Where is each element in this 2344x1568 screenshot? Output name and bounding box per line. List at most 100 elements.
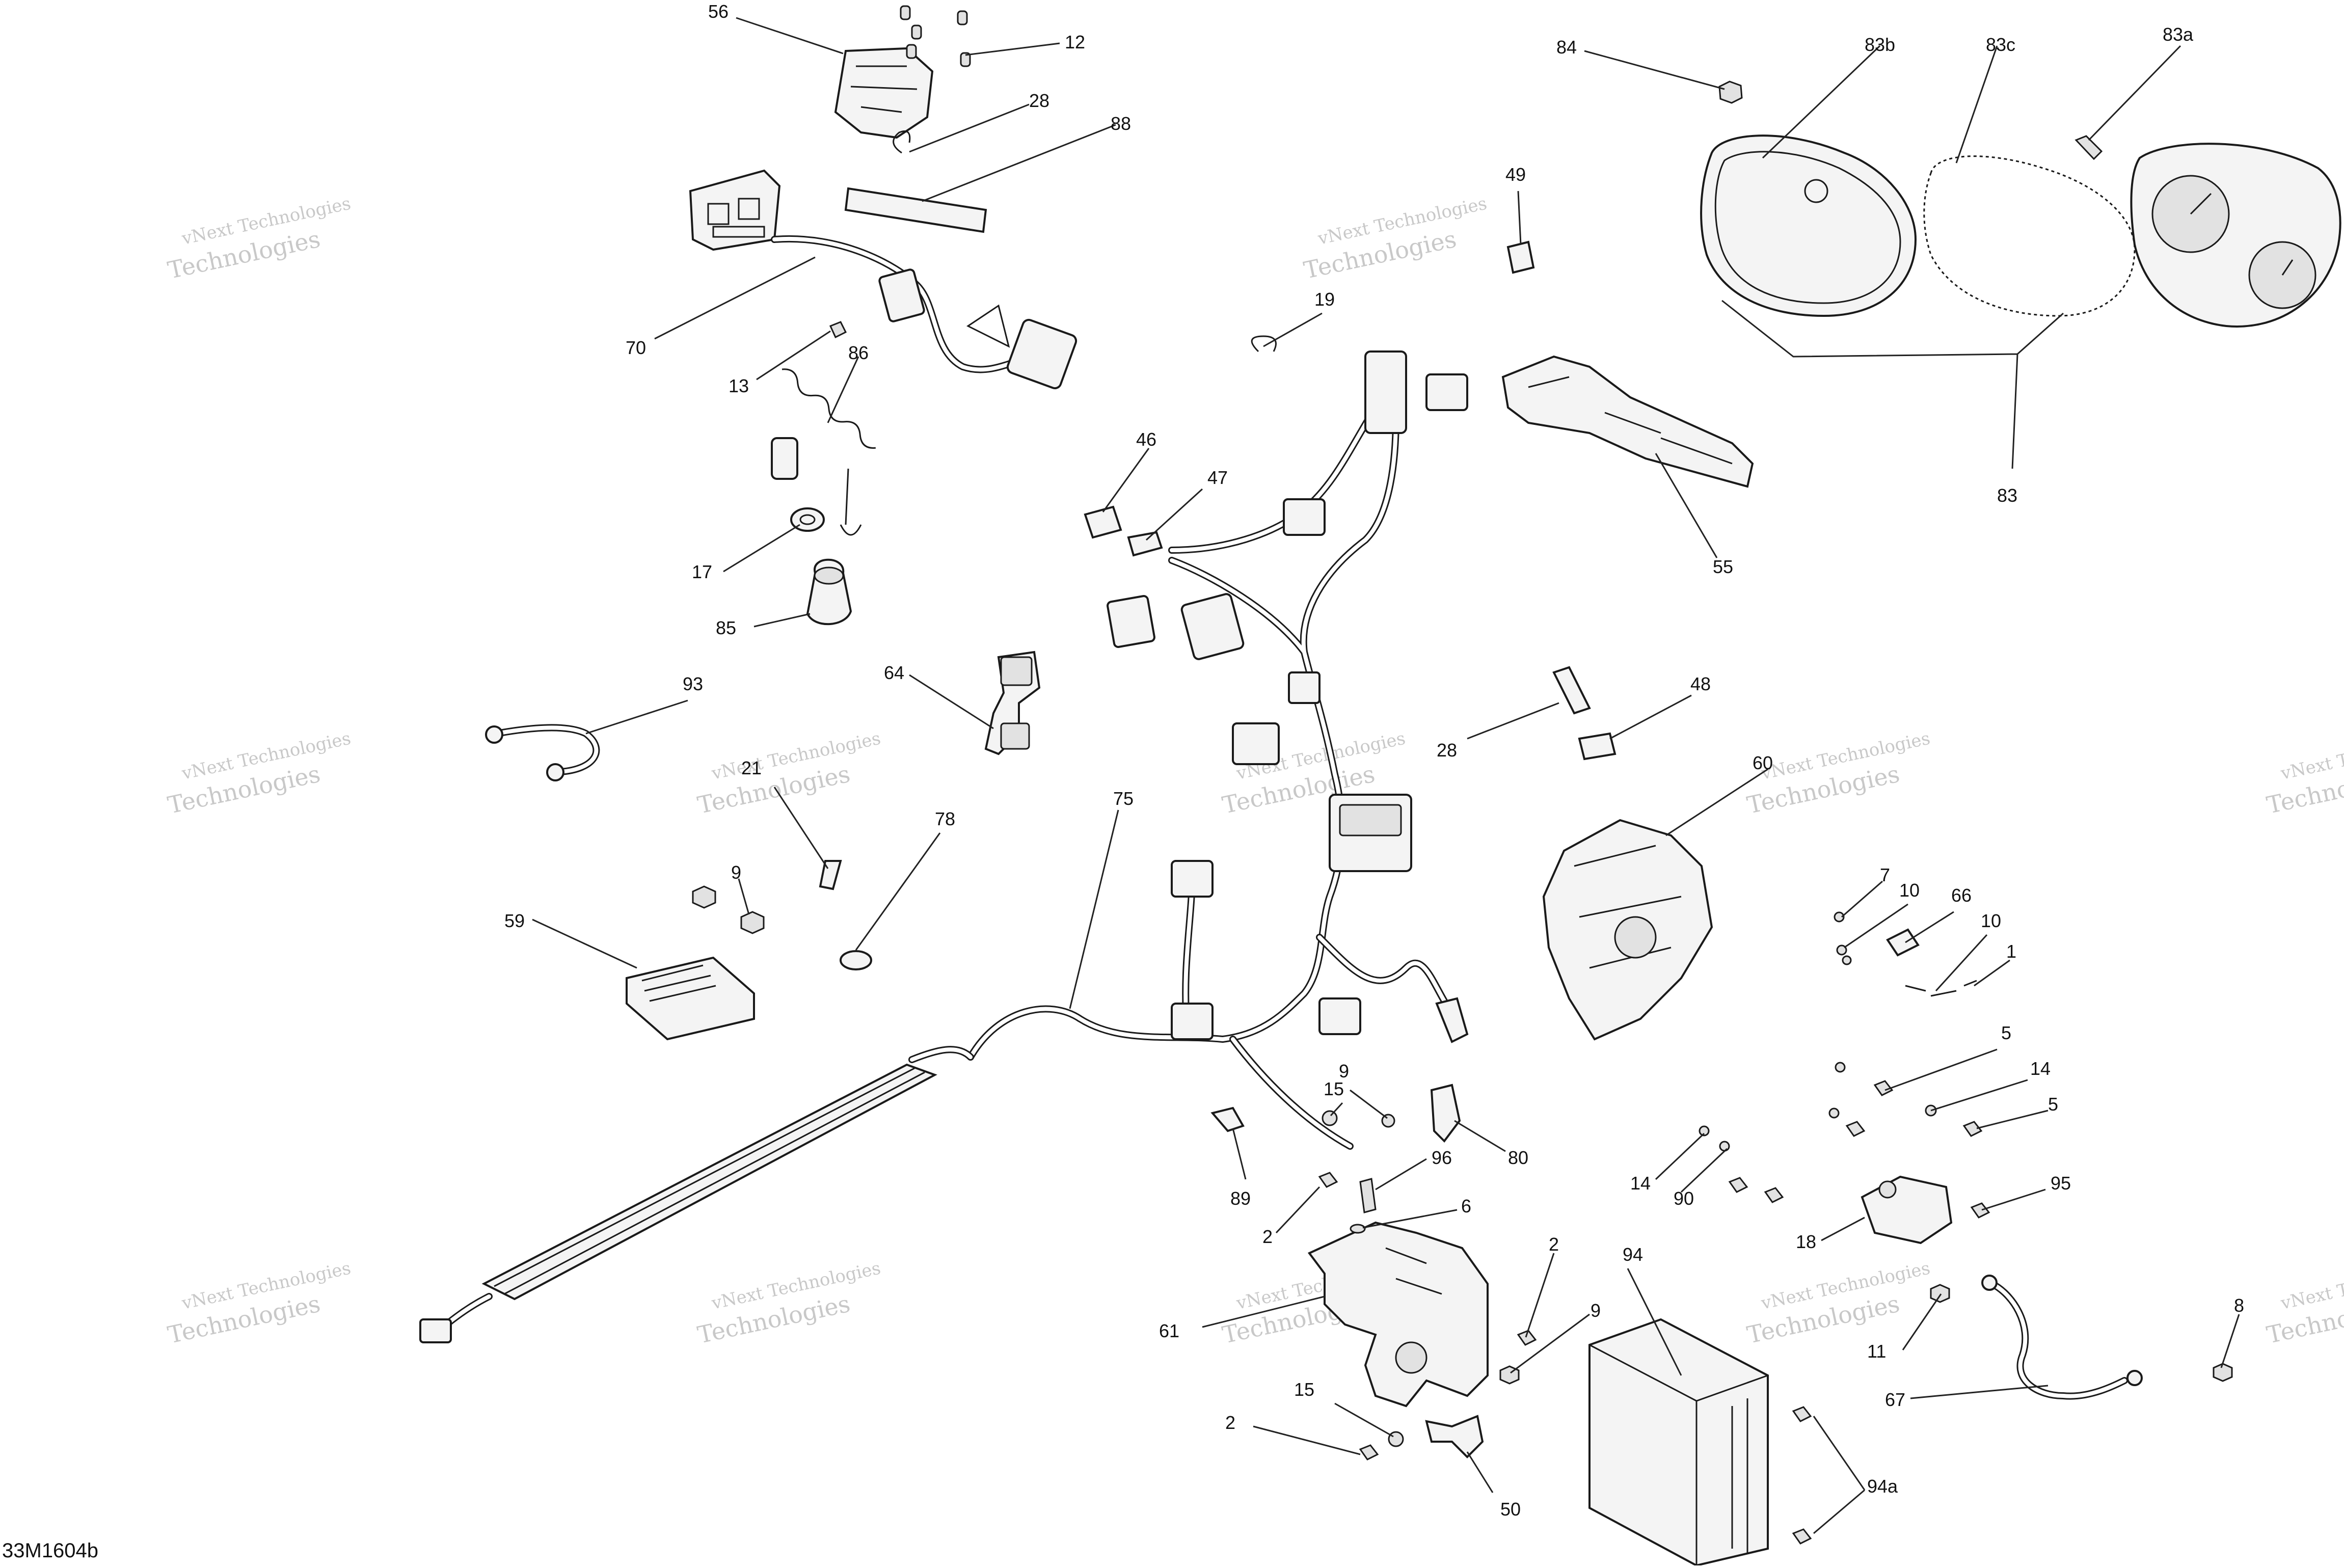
callout-label: 5 [2048, 1094, 2058, 1115]
watermark-line1: vNext Technologies [2279, 728, 2344, 784]
lanyard-86 [771, 368, 876, 536]
screw-96 [1359, 1178, 1377, 1213]
callout-label: 48 [1690, 673, 1711, 694]
watermark: vNext Technologies Technologies [695, 728, 882, 819]
relay-64-b [1000, 722, 1030, 750]
callout-label: 95 [2051, 1173, 2071, 1194]
callout-label: 83b [1865, 34, 1895, 55]
ground-strap-50 [1425, 1415, 1484, 1458]
block-48 [1578, 732, 1616, 761]
boot-80 [1430, 1084, 1461, 1143]
knob-85-top [814, 566, 844, 585]
harness-75-branch-d-inner [1231, 1037, 1352, 1148]
bracket-60-hole [1614, 916, 1657, 959]
connector-h [1171, 1003, 1214, 1040]
callout-label: 78 [935, 808, 955, 829]
callout-label: 2 [1549, 1234, 1559, 1255]
washer-15b [1388, 1431, 1404, 1447]
switch-buttons [707, 198, 765, 238]
cable-67-eye-a [1981, 1275, 1998, 1291]
callout-label: 28 [1029, 90, 1049, 111]
connector-46 [1084, 505, 1122, 539]
watermark: vNext Technologies Technologies [2264, 1258, 2344, 1348]
callout-label: 14 [1630, 1173, 1651, 1194]
connector-f [1288, 671, 1321, 704]
pad-78 [840, 950, 872, 970]
callout-label: 17 [692, 561, 712, 582]
module-59 [626, 956, 755, 1041]
connector-i [1318, 997, 1361, 1035]
screw-94a-2 [1792, 1528, 1812, 1545]
callout-label: 83a [2163, 24, 2194, 45]
watermark-line1: vNext Technologies [2279, 1258, 2344, 1314]
fasteners-right [1699, 911, 1983, 1203]
callout-label: 67 [1885, 1389, 1905, 1410]
watermark: vNext Technologies Technologies [165, 728, 353, 819]
callout-label: 13 [729, 375, 749, 396]
callout-label: 93 [683, 673, 703, 694]
diagram-code: 33M1604b [2, 1539, 99, 1562]
solenoid-18 [1861, 1175, 1953, 1245]
battery-box-edge [1589, 1344, 1768, 1565]
cable-93-eye-a [485, 725, 503, 744]
main-harness-75-inner [968, 416, 1398, 1059]
fuse-holder [1435, 997, 1469, 1043]
watermark: vNext Technologies Technologies [1744, 1258, 1932, 1348]
callout-label: 86 [848, 342, 869, 363]
callout-label: 83c [1986, 34, 2015, 55]
cable-67-eye-b [2126, 1370, 2143, 1386]
callout-label: 9 [1339, 1061, 1349, 1082]
callout-label: 6 [1461, 1196, 1471, 1216]
washer-15a [1322, 1110, 1338, 1126]
washer-6 [1350, 1224, 1366, 1234]
callout-label: 80 [1508, 1147, 1528, 1168]
callout-label: 56 [708, 1, 729, 22]
callout-label: 10 [1981, 910, 2001, 931]
harness-75-branch-b-inner [1317, 935, 1459, 1021]
callout-label: 94 [1623, 1244, 1643, 1265]
connector-e [1425, 373, 1468, 411]
callout-label: 19 [1314, 289, 1335, 310]
battery-box-ribs [1731, 1398, 1748, 1554]
cluster-bezel-inner [1714, 151, 1901, 304]
callout-labels: 56 12 28 88 70 13 86 17 85 93 21 9 59 64… [504, 1, 2244, 1520]
callout-label: 66 [1951, 885, 1972, 906]
callout-label: 28 [1437, 740, 1457, 761]
callout-label: 1 [2006, 941, 2016, 962]
ring-17-inner [799, 514, 816, 525]
callout-label: 46 [1136, 429, 1156, 450]
pins-12 [900, 5, 971, 67]
nut-84 [1718, 80, 1743, 104]
harness-75-branch-a-inner [1170, 405, 1378, 552]
callout-label: 12 [1065, 32, 1085, 52]
callout-label: 59 [504, 910, 525, 931]
callout-label: 15 [1294, 1379, 1314, 1400]
callout-label: 55 [1713, 556, 1733, 577]
gauge-left-needle [2190, 193, 2212, 215]
clip-21 [819, 860, 842, 890]
screw-2a [1318, 1172, 1338, 1188]
callout-label: 15 [1324, 1078, 1344, 1099]
callout-label: 89 [1230, 1188, 1251, 1209]
watermark: vNext Technologies Technologies [1301, 193, 1489, 284]
leader-lines [532, 17, 2240, 1534]
tube-88 [844, 187, 987, 233]
connector-d [1364, 350, 1407, 434]
screw-2c [1359, 1444, 1379, 1461]
parts [419, 5, 2341, 1567]
nut-9a [692, 885, 716, 909]
connector-c [1180, 593, 1245, 660]
loop-70 [966, 304, 1010, 348]
screw-13 [829, 321, 847, 339]
watermark: vNext Technologies Technologies [1744, 728, 1932, 819]
callout-label: 90 [1674, 1188, 1694, 1209]
callout-label: 21 [741, 758, 762, 778]
watermark: vNext Technologies Technologies [165, 193, 353, 284]
screw-95 [1970, 1202, 1990, 1219]
callout-label: 88 [1111, 113, 1131, 134]
switch-housing-detail [850, 65, 918, 113]
callout-label: 9 [1591, 1300, 1601, 1321]
nut-9b-ring [1381, 1114, 1395, 1128]
connector-j [1283, 498, 1326, 536]
clip-28 [893, 130, 911, 154]
